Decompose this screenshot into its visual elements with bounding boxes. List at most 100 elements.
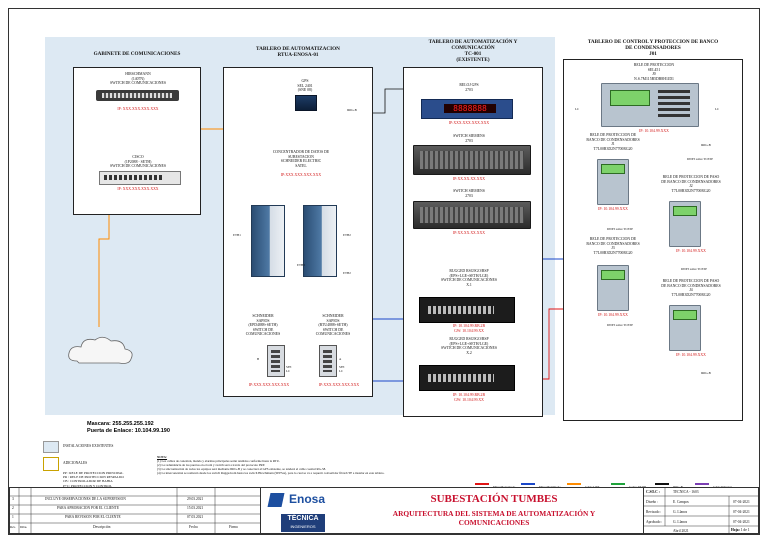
reloj-gps-ip: IP:XXX.XXX.XXX.XXX: [448, 121, 490, 125]
ruggedcom-1[interactable]: [419, 297, 515, 323]
relay-2[interactable]: [669, 201, 701, 247]
switch-hirschmann-ip: IP: XXX.XXX.XXX.XXX: [117, 107, 159, 111]
plc2-tag-lc: LC: [339, 369, 344, 373]
plc-saitel-1[interactable]: [251, 205, 285, 277]
plc1-eth-label: ETH1: [233, 233, 241, 237]
rev-header-desc: Descripción: [93, 525, 111, 529]
panel-j01-title: TABLERO DE CONTROL Y PROTECCION DE BANCO…: [587, 39, 719, 57]
signoff-aprobado: G. Llanos: [673, 520, 688, 524]
gps-device[interactable]: [295, 95, 317, 111]
relay-main[interactable]: [601, 83, 699, 127]
legend-existentes-label: INSTALACIONES EXISTENTES: [63, 444, 114, 448]
enosa-logo-text: Enosa: [289, 492, 326, 506]
switch-2-label: SWITCH SIEMENS 2703: [453, 134, 485, 143]
router-cisco[interactable]: [99, 171, 181, 185]
router-cisco-ip: IP: XXX.XXX.XXX.XXX: [117, 187, 159, 191]
rev-header-rev: Rev.: [10, 525, 16, 529]
rev-header-dibu: Dibu.: [20, 525, 28, 529]
ruggedcom-1-ip: IP: 10.104.99.RB.2B: [453, 324, 485, 328]
switch-hirschmann[interactable]: [96, 90, 179, 101]
relay-4-label: RELE DE PROTECCION DE PASO DE BANCO DE C…: [661, 279, 721, 297]
rev-table: [9, 487, 261, 534]
ruggedcom-2[interactable]: [419, 365, 515, 391]
legend-existentes-swatch: [43, 441, 59, 453]
abbr-list: PP : RELE DE PROTECCION PRINCIPAL PR : R…: [63, 471, 124, 488]
ruggedcom-1-label: RUGGED RSG9GO/RSP (EPS+LGE+SETH/LGE) SWI…: [441, 269, 497, 287]
rev1-fecha: 07.03.2021: [187, 515, 204, 519]
rev-table-grid: [9, 487, 261, 534]
tecnica-logo: TÉCNICA INGENIEROS: [281, 514, 325, 532]
relay-1[interactable]: [597, 159, 629, 205]
legend-adicionales-label: ADICIONALES: [63, 461, 88, 465]
rev3-n: 3: [12, 497, 14, 501]
plc1-tag-b: B: [257, 357, 260, 361]
switch-small-2[interactable]: [319, 345, 337, 377]
cloud-icon: [68, 336, 133, 364]
panel-tc001-title: TABLERO DE AUTOMATIZACIÓN Y COMUNICACIÓN…: [428, 39, 518, 63]
ruggedcom-1-gw: GW: 10.104.99.XX: [454, 329, 484, 333]
relay-4-ip: IP: 10.104.99.XXX: [676, 353, 706, 357]
plc1-tag-sfe: SFE: [286, 365, 292, 369]
plc2-eth-label: ETH2: [343, 233, 351, 237]
irig-label-j01-1: IRIG-B: [701, 143, 711, 147]
plc-saitel-2[interactable]: [303, 205, 337, 277]
relay-3-ip: IP: 10.104.99.XXX: [598, 313, 628, 317]
switch-hirschmann-label: HIRSCHMANN (1407N) SWITCH DE COMUNICACIO…: [110, 72, 166, 86]
plc2-ip: IP:XXX.XXX.XXX.XXX: [318, 383, 360, 387]
gps-label: GPS SEL 2401 (SNE 08): [297, 79, 313, 93]
relay-3[interactable]: [597, 265, 629, 311]
rev2-fecha: 15.03.2021: [187, 506, 204, 510]
ruggedcom-2-gw: GW: 10.104.99.XX: [454, 398, 484, 402]
plc1-label: SCHNEIDER SAPIOS (EPD4888+SETH) SWITCH D…: [245, 314, 281, 337]
switch-3-ip: IP:XX.XX.XX.XXX: [453, 231, 485, 235]
panel-gabinete-title: GABINETE DE COMUNICACIONES: [93, 51, 181, 57]
switch-2-rack[interactable]: [413, 145, 531, 175]
rev1-n: 1: [12, 515, 14, 519]
network-gateway: Puerta de Enlace: 10.104.99.190: [87, 428, 170, 434]
plc2-eth2-label: ETH2: [343, 271, 351, 275]
signoff-grid: [643, 487, 759, 534]
signoff-hoja: Hoja: 1 de 1: [731, 528, 750, 532]
signoff-diseno-fecha: 07-04-2021: [733, 500, 750, 504]
ruggedcom-2-label: RUGGED RSG9GO/RSP (EPS+LGE+SETH/LGE) SWI…: [441, 337, 497, 355]
plc1-eth3-label: ETH3: [297, 263, 305, 267]
enosa-logo-icon: [267, 493, 285, 507]
enosa-logo: Enosa: [265, 490, 345, 510]
signoff-table: [643, 487, 759, 534]
switch-3-label: SWITCH SIEMENS 2703: [453, 189, 485, 198]
plc1-tag-lc: LC: [286, 369, 291, 373]
irig-label-j01-2: IRIG-B: [701, 371, 711, 375]
switch-3-rack[interactable]: [413, 201, 531, 229]
relay-2-label: RELE DE PROTECCION DE PASO DE BANCO DE C…: [661, 175, 721, 193]
rev1-desc: PARA REVISION POR EL CLIENTE: [65, 515, 121, 519]
router-cisco-label: CISCO (1P2088 - SETH) SWITCH DE COMUNICA…: [110, 155, 166, 169]
cable-legend: Fibra Monomodo Fibra Multimodo Cable UTP…: [475, 471, 751, 489]
relay-4[interactable]: [669, 305, 701, 351]
irig-b-label: IRIG-B: [347, 108, 357, 112]
network-mask: Mascara: 255.255.255.192: [87, 421, 154, 427]
notes: NOTA: (1) Los cables de conexión, mando …: [157, 455, 385, 475]
relay-1-label: RELE DE PROTECCION DE BANCO DE CONDENSAD…: [586, 133, 640, 151]
lc-label-2: LC: [715, 107, 720, 111]
concentrador-label: CONCENTRADOR DE DATOS DE SUBESTACION SCH…: [272, 150, 330, 168]
signoff-revisado-label: Revisado :: [646, 510, 662, 514]
rev-header-firma: Firma: [229, 525, 238, 529]
dnp-label-2: DNP3 sobre TCP/IP: [607, 227, 633, 231]
plc2-label: SCHNEIDER SAPIOS (RTU4888+SETH) SWITCH D…: [315, 314, 351, 337]
signoff-diseno-label: Diseño :: [646, 500, 659, 504]
project-subtitle: ARQUITECTURA DEL SISTEMA DE AUTOMATIZACI…: [392, 509, 596, 527]
signoff-revisado-fecha: 07-04-2021: [733, 510, 750, 514]
relay-3-label: RELE DE PROTECCION DE BANCO DE CONDENSAD…: [586, 237, 640, 255]
lc-label-1: LC: [575, 107, 580, 111]
panel-tc001: [403, 67, 543, 417]
signoff-code-label: C.SO.C :: [646, 490, 660, 494]
plc2-tag-sfe: SFE: [339, 365, 345, 369]
concentrador-ip: IP:XXX.XXX.XXX.XXX: [280, 173, 322, 177]
plc2-tag-a: A: [339, 357, 342, 361]
rev2-n: 2: [12, 506, 14, 510]
relay-main-ip: IP: 10.104.99.XXX: [639, 129, 669, 133]
switch-small-1[interactable]: [267, 345, 285, 377]
panel-rtua-title: TABLERO DE AUTOMATIZACION RTUA-ENOSA-01: [256, 46, 340, 58]
reloj-gps-device[interactable]: 8888888: [421, 99, 513, 119]
panel-rtua: [223, 67, 373, 397]
